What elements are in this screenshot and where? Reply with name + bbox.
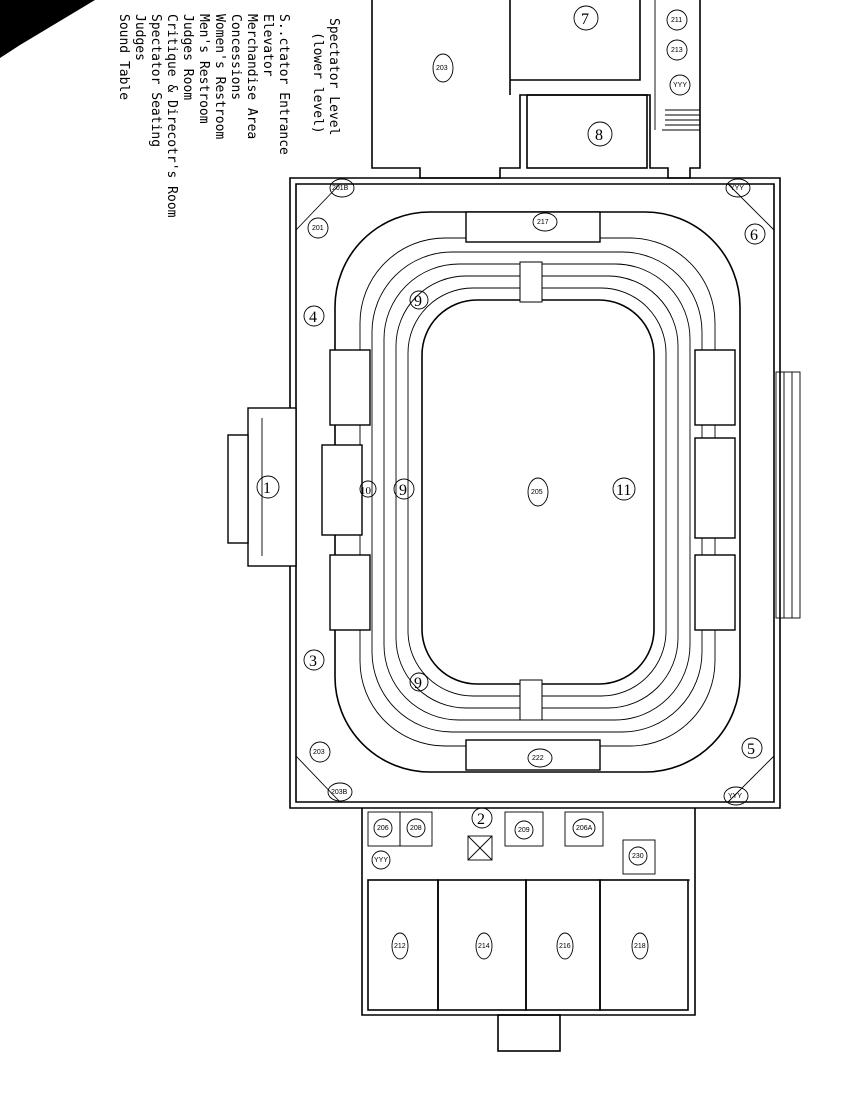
room-222: 222 — [532, 755, 544, 762]
room-214: 214 — [478, 943, 490, 950]
entrance-block — [227, 407, 297, 567]
room-201b: 201B — [332, 185, 349, 192]
marker-7: 7 — [581, 11, 589, 28]
room-labels: 203 211 213 YYY 201B 201 YYY 217 205 222… — [307, 9, 751, 960]
marker-10: 10 — [360, 485, 372, 497]
aisles — [321, 211, 736, 771]
marker-11: 11 — [616, 482, 631, 499]
room-yyy-1: YYY — [673, 82, 687, 89]
arena-outer-wall — [289, 177, 781, 809]
room-203-low: 203 — [313, 749, 325, 756]
room-213: 213 — [671, 47, 683, 54]
room-yyy-3: YYY — [728, 793, 742, 800]
markers: 1 2 3 4 5 6 7 8 9 9 9 10 11 — [256, 5, 766, 829]
right-stairs — [775, 371, 801, 619]
top-annex — [371, 0, 701, 179]
room-216: 216 — [559, 943, 571, 950]
marker-1: 1 — [263, 480, 271, 497]
room-206a: 206A — [576, 825, 593, 832]
bottom-annex — [361, 808, 696, 1052]
marker-5: 5 — [747, 741, 755, 758]
room-217: 217 — [537, 219, 549, 226]
room-209: 209 — [518, 827, 530, 834]
marker-6: 6 — [750, 227, 758, 244]
room-203: 203 — [436, 65, 448, 72]
marker-9c: 9 — [414, 675, 422, 692]
room-211: 211 — [671, 17, 682, 24]
room-206: 206 — [377, 825, 389, 832]
corner-mark — [0, 0, 95, 58]
room-yyy-2: YYY — [730, 185, 744, 192]
room-yyy-4: YYY — [374, 857, 388, 864]
marker-8: 8 — [595, 127, 603, 144]
room-201: 201 — [312, 225, 324, 232]
room-205: 205 — [531, 489, 543, 496]
room-230: 230 — [632, 853, 644, 860]
marker-4: 4 — [309, 309, 317, 326]
room-203b: 203B — [331, 789, 348, 796]
marker-2: 2 — [477, 811, 485, 828]
room-218: 218 — [634, 943, 646, 950]
room-212: 212 — [394, 943, 406, 950]
marker-9a: 9 — [414, 293, 422, 310]
marker-3: 3 — [309, 653, 317, 670]
marker-9b: 9 — [399, 482, 407, 499]
room-208: 208 — [410, 825, 422, 832]
